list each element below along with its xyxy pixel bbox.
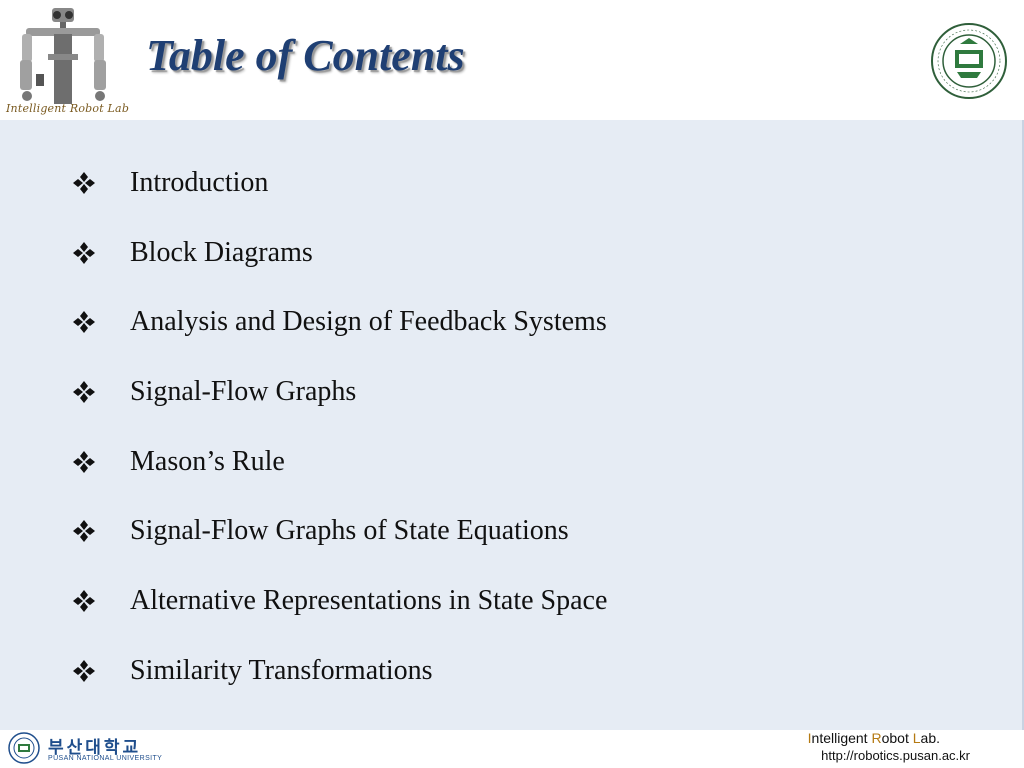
lab-name-part: ab. bbox=[920, 730, 940, 746]
university-logo: 부산대학교 PUSAN NATIONAL UNIVERSITY bbox=[8, 732, 162, 766]
list-item: Introduction bbox=[72, 148, 607, 218]
toc-item-label: Introduction bbox=[130, 166, 269, 198]
four-diamond-bullet-icon bbox=[73, 520, 95, 543]
toc-item-label: Analysis and Design of Feedback Systems bbox=[130, 306, 607, 338]
toc-item-label: Signal-Flow Graphs of State Equations bbox=[130, 515, 569, 547]
toc-item-label: Similarity Transformations bbox=[130, 654, 433, 686]
university-emblem-icon bbox=[8, 732, 40, 764]
four-diamond-bullet-icon bbox=[73, 171, 95, 194]
page-title: Table of Contents bbox=[146, 31, 465, 80]
slide-footer: 부산대학교 PUSAN NATIONAL UNIVERSITY Intellig… bbox=[0, 730, 1024, 768]
lab-name-initial-r: R bbox=[871, 730, 882, 746]
university-seal-icon bbox=[931, 23, 1007, 99]
toc-item-label: Mason’s Rule bbox=[130, 445, 285, 477]
toc-item-label: Block Diagrams bbox=[130, 236, 313, 268]
list-item: Similarity Transformations bbox=[72, 636, 607, 706]
four-diamond-bullet-icon bbox=[73, 589, 95, 612]
four-diamond-bullet-icon bbox=[73, 450, 95, 473]
table-of-contents-list: Introduction Block Diagrams Analysis and… bbox=[72, 148, 607, 706]
four-diamond-bullet-icon bbox=[73, 380, 95, 403]
lab-url: http://robotics.pusan.ac.kr bbox=[821, 748, 970, 763]
university-name-english: PUSAN NATIONAL UNIVERSITY bbox=[48, 755, 163, 762]
lab-name-part: obot bbox=[881, 730, 913, 746]
lab-name-part: ntelligent bbox=[811, 730, 872, 746]
content-panel: Introduction Block Diagrams Analysis and… bbox=[0, 120, 1024, 730]
list-item: Block Diagrams bbox=[72, 218, 607, 288]
university-name-korean: 부산대학교 bbox=[48, 738, 142, 758]
list-item: Analysis and Design of Feedback Systems bbox=[72, 287, 607, 357]
lab-script-logo: Intelligent Robot Lab bbox=[6, 102, 130, 115]
four-diamond-bullet-icon bbox=[73, 241, 95, 264]
robot-logo-icon bbox=[20, 8, 106, 104]
list-item: Signal-Flow Graphs bbox=[72, 357, 607, 427]
lab-name: Intelligent Robot Lab. bbox=[808, 730, 940, 746]
list-item: Signal-Flow Graphs of State Equations bbox=[72, 496, 607, 566]
toc-item-label: Signal-Flow Graphs bbox=[130, 375, 357, 407]
four-diamond-bullet-icon bbox=[73, 311, 95, 334]
lab-name-initial-l: L bbox=[912, 730, 921, 746]
list-item: Alternative Representations in State Spa… bbox=[72, 566, 607, 636]
lab-name-initial-i: I bbox=[807, 730, 812, 746]
toc-item-label: Alternative Representations in State Spa… bbox=[130, 584, 608, 616]
four-diamond-bullet-icon bbox=[73, 659, 95, 682]
slide-header: Intelligent Robot Lab Table of Contents bbox=[0, 0, 1024, 120]
list-item: Mason’s Rule bbox=[72, 427, 607, 497]
